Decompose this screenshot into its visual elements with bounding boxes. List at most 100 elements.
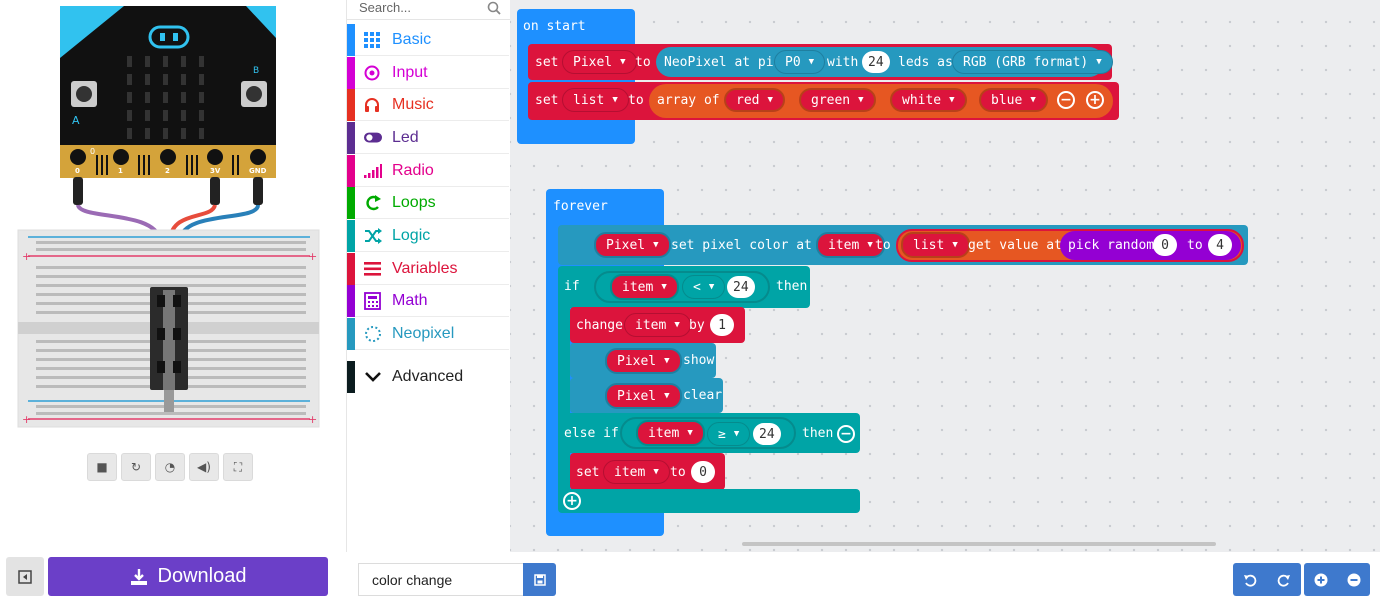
snail-icon: ◔: [164, 460, 176, 474]
neopixel-ring-icon: [365, 326, 381, 342]
pin-dropdown[interactable]: P0▼: [774, 50, 826, 74]
item-variable-dropdown[interactable]: item▼: [816, 232, 885, 258]
if-block-footer: [558, 489, 860, 513]
undo-redo-group: [1233, 563, 1301, 596]
item-white-dropdown[interactable]: white▼: [890, 88, 967, 112]
mute-button[interactable]: ◀): [189, 453, 219, 481]
item-variable-dropdown[interactable]: item▼: [603, 460, 670, 484]
category-math[interactable]: Math: [347, 285, 509, 317]
category-label: Input: [392, 64, 428, 81]
undo-icon[interactable]: [1243, 573, 1257, 587]
pixel-variable-dropdown[interactable]: Pixel▼: [594, 232, 671, 258]
redo-icon[interactable]: [1277, 573, 1291, 587]
on-start-label: on start: [523, 19, 586, 34]
horizontal-scrollbar[interactable]: [742, 542, 1216, 546]
grid-icon: [364, 32, 380, 48]
to-label: to: [635, 55, 651, 70]
category-label: Neopixel: [392, 325, 455, 342]
set-value-input[interactable]: 0: [691, 461, 715, 483]
category-variables[interactable]: Variables: [347, 253, 509, 285]
item-variable-dropdown[interactable]: item▼: [624, 313, 691, 337]
zoom-in-icon[interactable]: [1314, 573, 1328, 587]
slow-motion-button[interactable]: ◔: [155, 453, 185, 481]
variable-dropdown[interactable]: list▼: [562, 88, 629, 112]
category-logic[interactable]: Logic: [347, 220, 509, 252]
svg-text:+: +: [22, 250, 31, 263]
operator-dropdown[interactable]: <▼: [682, 275, 726, 299]
compare-value-input[interactable]: 24: [727, 276, 755, 298]
stop-button[interactable]: ■: [87, 453, 117, 481]
category-label: Radio: [392, 162, 434, 179]
category-loops[interactable]: Loops: [347, 187, 509, 219]
svg-text:+: +: [308, 413, 317, 426]
operator-dropdown[interactable]: ≥▼: [707, 422, 751, 446]
download-button[interactable]: Download: [48, 557, 328, 596]
svg-text:A: A: [72, 114, 80, 127]
svg-text:B: B: [253, 66, 259, 76]
remove-else-icon[interactable]: −: [837, 425, 855, 443]
clear-label: clear: [683, 388, 723, 403]
item-blue-dropdown[interactable]: blue▼: [979, 88, 1048, 112]
stop-icon: ■: [96, 460, 108, 474]
toolbox: Search... Basic Input Music Led Radio: [346, 0, 511, 552]
add-item-icon[interactable]: +: [1086, 91, 1104, 109]
item-variable-dropdown[interactable]: item▼: [610, 274, 679, 300]
microbit-logo-icon: [148, 25, 190, 49]
variable-dropdown[interactable]: Pixel▼: [562, 50, 637, 74]
save-button[interactable]: [523, 563, 556, 596]
set-keyword: set: [576, 465, 600, 480]
category-label: Led: [392, 129, 419, 146]
microbit-corner-left-icon: [60, 6, 124, 58]
headphones-icon: [365, 98, 379, 112]
category-advanced[interactable]: Advanced: [347, 361, 509, 393]
project-name-input[interactable]: color change: [358, 563, 524, 596]
list-variable-dropdown[interactable]: list▼: [901, 232, 970, 258]
blocks-workspace[interactable]: on start set Pixel▼ to NeoPixel at pin P…: [510, 0, 1380, 552]
category-input[interactable]: Input: [347, 57, 509, 89]
loop-icon: [366, 195, 381, 211]
remove-item-icon[interactable]: −: [1057, 91, 1075, 109]
collapse-simulator-button[interactable]: [6, 557, 44, 596]
item-green-dropdown[interactable]: green▼: [799, 88, 876, 112]
with-label: with: [827, 55, 859, 70]
svg-text:3V: 3V: [210, 167, 221, 175]
svg-text:0: 0: [90, 147, 95, 156]
svg-text:2: 2: [165, 167, 170, 175]
svg-text:+: +: [22, 413, 31, 426]
fullscreen-button[interactable]: ⛶: [223, 453, 253, 481]
category-radio[interactable]: Radio: [347, 155, 509, 187]
mode-dropdown[interactable]: RGB (GRB format)▼: [952, 50, 1113, 74]
random-min-input[interactable]: 0: [1153, 234, 1177, 256]
add-else-icon[interactable]: +: [563, 492, 581, 510]
pixel-variable-dropdown[interactable]: Pixel▼: [605, 383, 682, 409]
category-music[interactable]: Music: [347, 89, 509, 121]
item-variable-dropdown[interactable]: item▼: [636, 420, 705, 446]
category-led[interactable]: Led: [347, 122, 509, 154]
then-label: then: [802, 426, 834, 441]
zoom-out-icon[interactable]: [1347, 573, 1361, 587]
random-max-input[interactable]: 4: [1208, 234, 1232, 256]
item-red-dropdown[interactable]: red▼: [724, 88, 785, 112]
compare-value-input[interactable]: 24: [753, 423, 781, 445]
pixel-variable-dropdown[interactable]: Pixel▼: [605, 348, 682, 374]
category-label: Logic: [392, 227, 431, 244]
category-neopixel[interactable]: Neopixel: [347, 318, 509, 350]
set-pixel-color-label: set pixel color at: [671, 238, 812, 253]
category-label: Loops: [392, 194, 436, 211]
change-amount-input[interactable]: 1: [710, 314, 734, 336]
svg-text:1: 1: [118, 167, 123, 175]
led-count-input[interactable]: 24: [862, 51, 890, 73]
category-basic[interactable]: Basic: [347, 24, 509, 56]
set-keyword: set: [535, 93, 559, 108]
svg-text:+: +: [308, 250, 317, 263]
category-label: Math: [392, 292, 428, 309]
search-box[interactable]: Search...: [347, 0, 511, 20]
category-label: Variables: [392, 260, 458, 277]
restart-button[interactable]: ↻: [121, 453, 151, 481]
category-label: Basic: [392, 31, 432, 48]
to-label: to: [875, 238, 891, 253]
search-input[interactable]: Search...: [359, 0, 412, 15]
zoom-group: [1304, 563, 1370, 596]
